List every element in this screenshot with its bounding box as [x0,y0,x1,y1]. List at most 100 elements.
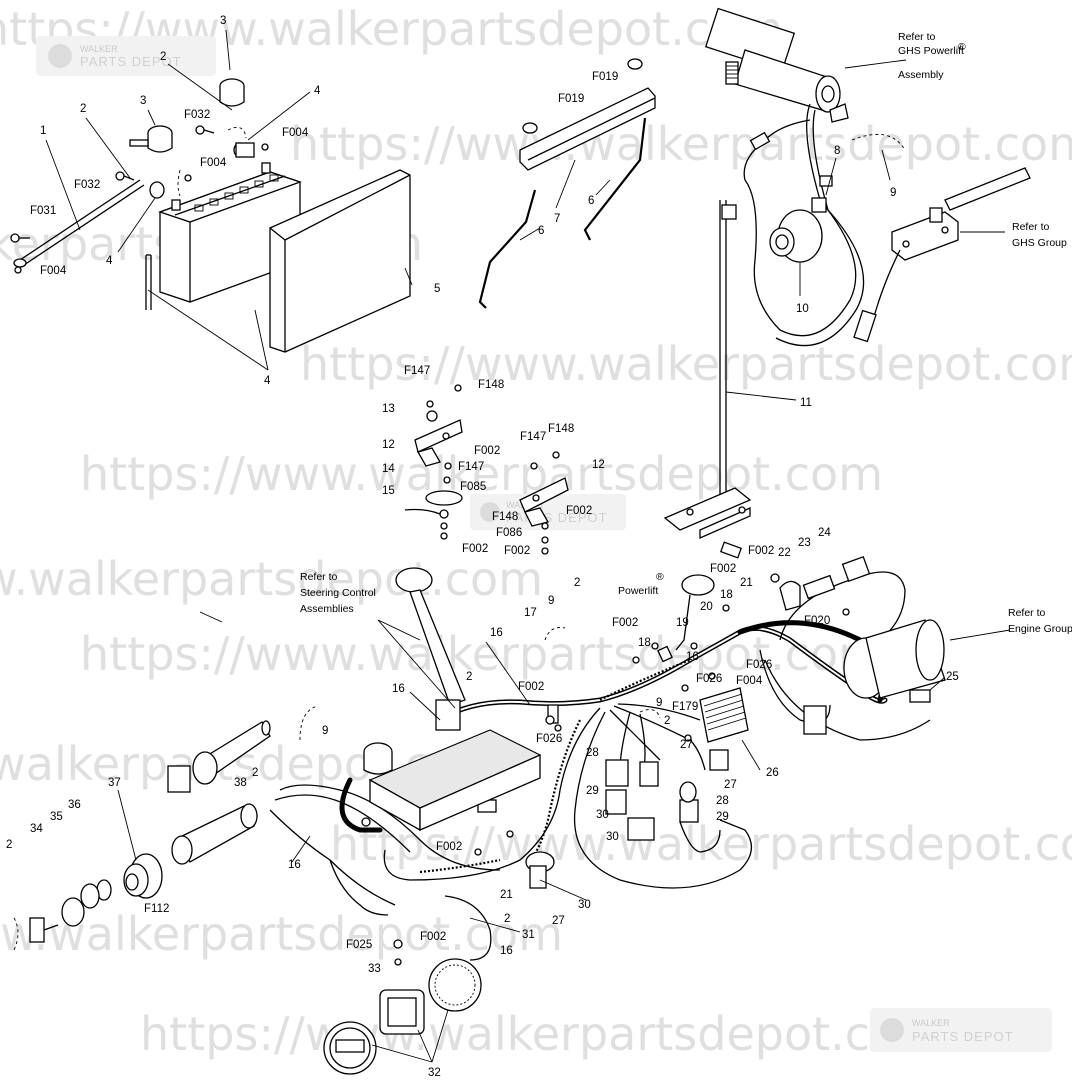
callout-label: F002 [748,545,774,557]
callout-label: F147 [404,365,430,377]
callout-label: 38 [234,777,247,789]
callout-label: 4 [314,85,321,97]
callout-label: 31 [522,929,535,941]
svg-text:PARTS DEPOT: PARTS DEPOT [912,1029,1014,1044]
callout-label: F085 [460,481,486,493]
callout-label: F002 [504,545,530,557]
callout-label: 3 [140,95,146,107]
callout-label: 11 [800,397,812,409]
watermark-url: https://www.walkerpartsdepot.com [80,627,883,681]
leader-lines [45,29,1011,1063]
callout-label: F002 [518,681,544,693]
callout-label: F031 [30,205,56,217]
callout-label: 4 [106,255,113,267]
callout-label: 2 [466,671,472,683]
callout-label: 18 [720,589,733,601]
svg-text:Refer to: Refer to [1012,221,1050,233]
callout-label: F026 [696,673,722,685]
callout-label: F002 [566,505,592,517]
callout-label: 13 [382,403,395,415]
svg-text:®: ® [958,41,966,53]
svg-text:WALKER: WALKER [80,44,118,54]
callout-label: F026 [536,733,562,745]
reference-notes: Refer to GHS Powerlift ® Assembly Refer … [300,31,1072,635]
callout-labels: 1 2 2 3 3 4 4 4 5 6 6 7 8 9 10 11 12 12 … [6,15,959,1079]
callout-label: 16 [392,683,405,695]
svg-text:Refer to: Refer to [898,31,936,43]
watermark-url: https://www.walkerpartsdepot.com [0,552,543,606]
callout-label: 3 [220,15,226,27]
svg-text:PARTS DEPOT: PARTS DEPOT [506,510,608,525]
callout-label: F002 [474,445,500,457]
callout-label: F179 [672,701,698,713]
note-powerlift: Powerlift ® [618,571,664,597]
callout-label: 30 [606,831,619,843]
watermark-logo: WALKER PARTS DEPOT [870,1008,1052,1052]
note-ghs-group: Refer to GHS Group [1012,221,1067,249]
callout-label: F148 [492,511,518,523]
hour-meter-and-gauge [323,939,482,1075]
watermark-logo: WALKER PARTS DEPOT [470,494,626,530]
note-engine-group: Refer to Engine Group [1008,607,1072,635]
callout-label: 9 [322,725,328,737]
callout-label: 29 [586,785,599,797]
callout-label: 9 [548,595,554,607]
callout-label: F148 [548,423,574,435]
callout-label: 15 [382,485,395,497]
powerlift-motor [663,7,1031,559]
callout-label: 16 [500,945,513,957]
svg-text:Steering Control: Steering Control [300,587,376,599]
callout-label: F004 [736,675,763,687]
watermark-url: https://www.walkerpartsdepot.com [140,1007,943,1061]
mounting-brackets [404,384,569,555]
callout-label: 37 [108,777,121,789]
callout-label: 12 [382,439,395,451]
callout-label: 19 [676,617,689,629]
callout-label: 27 [552,915,565,927]
callout-label: 16 [490,627,503,639]
svg-text:Assembly: Assembly [898,69,944,81]
callout-label: 17 [524,607,537,619]
callout-label: 33 [368,963,381,975]
callout-label: 14 [382,463,395,475]
wire-harness [269,555,946,961]
callout-label: F004 [282,127,309,139]
svg-text:Engine Group: Engine Group [1008,623,1072,635]
callout-label: F002 [420,931,446,943]
callout-label: F020 [804,615,830,627]
callout-label: F002 [436,841,462,853]
callout-label: 2 [664,715,670,727]
callout-label: 9 [656,697,662,709]
callout-label: F032 [184,109,210,121]
callout-label: 1 [40,125,46,137]
note-steering-control: Refer to Steering Control Assemblies [300,571,376,615]
callout-label: 16 [288,859,301,871]
battery-assembly [10,78,411,353]
callout-label: F086 [496,527,522,539]
callout-label: F002 [710,563,736,575]
hold-down-bracket [478,58,656,309]
callout-label: F147 [520,431,546,443]
callout-label: 2 [80,103,86,115]
callout-label: F148 [478,379,504,391]
callout-label: F004 [40,265,67,277]
callout-label: 28 [586,747,599,759]
callout-label: 10 [796,303,809,315]
callout-label: 22 [778,547,791,559]
svg-text:Refer to: Refer to [300,571,338,583]
callout-label: 6 [588,195,594,207]
svg-text:GHS Powerlift: GHS Powerlift [898,45,964,57]
watermark-url: https://www.walkerpartsdepot.com [290,117,1072,171]
callout-label: 5 [434,283,440,295]
callout-label: 21 [740,577,753,589]
note-ghs-powerlift: Refer to GHS Powerlift ® Assembly [898,31,966,81]
watermark-url: https://www.walkerpartsdepot.com [80,447,883,501]
callout-label: 8 [834,145,840,157]
callout-label: 28 [716,795,729,807]
callout-label: 29 [716,811,729,823]
callout-label: 35 [50,811,63,823]
callout-label: 2 [504,913,510,925]
callout-label: F002 [612,617,638,629]
